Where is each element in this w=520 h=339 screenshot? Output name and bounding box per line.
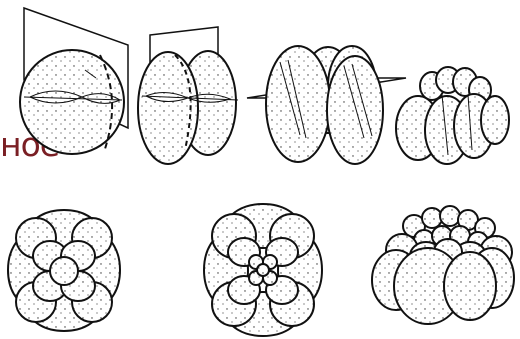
8-cell-equatorial-plane (247, 46, 406, 164)
8-cell-top-view (8, 210, 120, 331)
2-cell-division-plane (20, 8, 128, 154)
16-cell-stage (396, 67, 509, 164)
4-cell-division-plane (138, 27, 238, 164)
16-cell-top-view (204, 204, 322, 336)
32-cell-stage (372, 206, 514, 324)
